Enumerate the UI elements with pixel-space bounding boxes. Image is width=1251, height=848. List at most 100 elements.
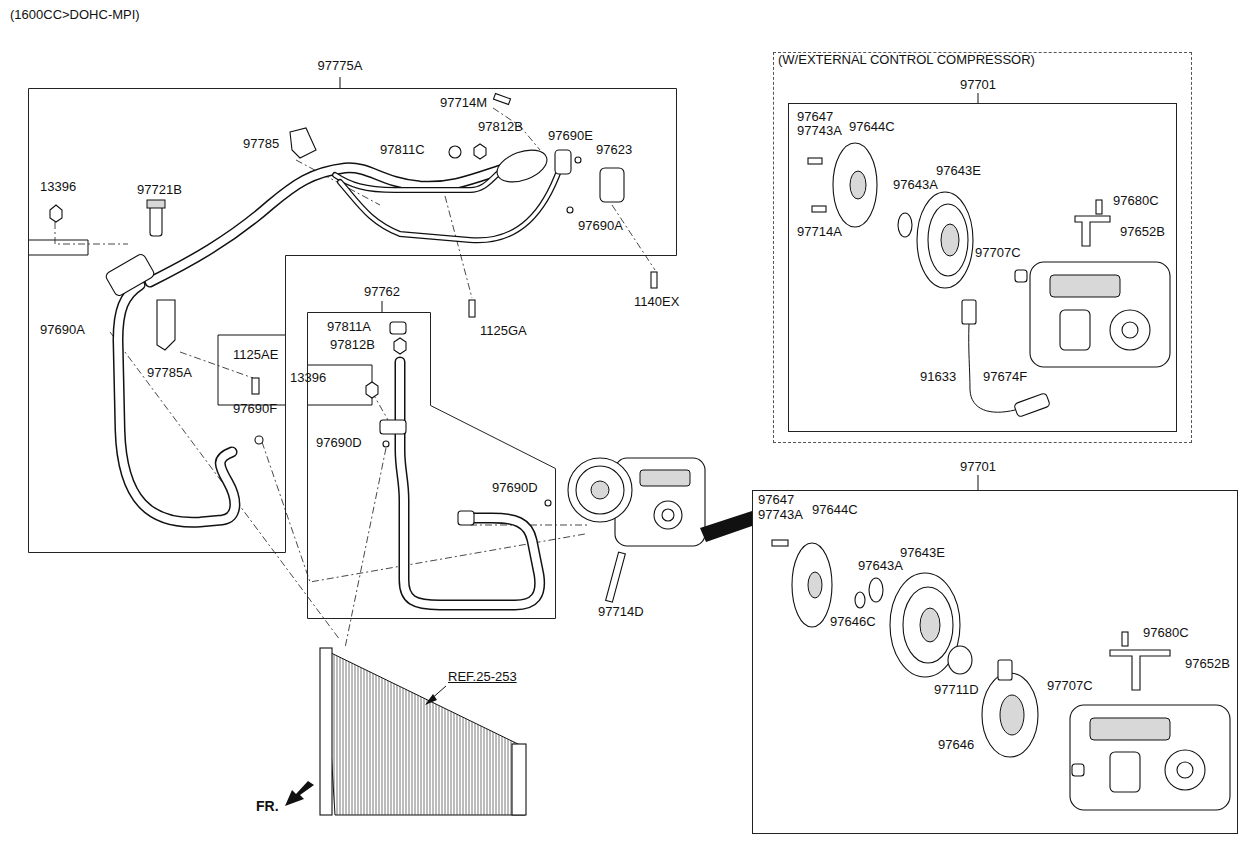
pulley	[941, 224, 959, 256]
compressor-body	[640, 470, 690, 486]
compressor-body	[1122, 322, 1138, 338]
compressor-body	[1050, 275, 1120, 297]
hose-fitting	[104, 253, 155, 298]
compressor-body	[1177, 762, 1193, 778]
diagram-title: (1600CC>DOHC-MPI)	[10, 8, 140, 22]
callout-number: 97690A	[578, 219, 623, 233]
callout-number: 97646	[938, 738, 974, 752]
callout-number: 97707C	[975, 246, 1021, 260]
clutch-plate	[850, 171, 866, 199]
cap	[1072, 764, 1084, 776]
compressor-body	[662, 509, 674, 521]
group-heading: 97775A	[318, 59, 363, 73]
bolt	[808, 158, 822, 164]
heading-tick	[978, 93, 979, 103]
pulley	[920, 608, 940, 642]
callout-number: 97811C	[380, 143, 425, 157]
assembly-group-box: 97701	[752, 490, 1238, 834]
box-outline	[308, 313, 556, 619]
callout-number: 97643A	[893, 178, 938, 192]
valve-core	[474, 144, 486, 159]
callout-number: 97690D	[316, 436, 362, 450]
callout-number: 13396	[290, 371, 326, 385]
callout-number: 97714M	[440, 96, 487, 110]
compressor-pulley	[576, 466, 624, 514]
heading-tick	[978, 475, 979, 490]
callout-number: 1125AE	[233, 348, 278, 362]
nut	[366, 382, 378, 398]
connector	[962, 300, 976, 324]
shim	[855, 592, 865, 608]
snap-ring	[869, 578, 883, 602]
bolt	[252, 378, 259, 394]
valve-core	[394, 338, 406, 354]
bracket	[1110, 650, 1170, 690]
clutch-plate	[808, 572, 822, 598]
bracket	[1075, 216, 1110, 246]
cap	[390, 322, 406, 334]
callout-number: 97714A	[797, 225, 842, 239]
callout-number: 1125GA	[480, 324, 527, 338]
o-ring	[255, 436, 263, 444]
callout-number: 97643A	[858, 559, 903, 573]
callout-number: 97652B	[1120, 225, 1165, 239]
cap	[1015, 270, 1027, 282]
o-ring	[575, 157, 581, 163]
box-notch	[28, 240, 88, 255]
group-heading: 97701	[960, 460, 996, 474]
compressor-pulley	[568, 458, 632, 522]
clutch-plate	[833, 143, 877, 227]
callout-number: 97714D	[598, 605, 644, 619]
snap-ring	[948, 646, 972, 674]
callout-number: 97647	[758, 493, 794, 507]
snap-ring	[898, 213, 912, 237]
box-outline	[29, 89, 677, 553]
receiver-drier-cap	[600, 168, 624, 202]
callout-number: 97690F	[233, 402, 277, 416]
callout-number: 97785A	[147, 366, 192, 380]
condenser-tank	[320, 648, 332, 815]
condenser-tank	[512, 744, 526, 815]
callout-number: 97690D	[492, 481, 538, 495]
hose-fitting	[380, 420, 406, 434]
group-heading: 97762	[364, 285, 400, 299]
suction-hose	[118, 285, 235, 522]
assembly-group-box: 97762	[307, 312, 555, 618]
hose-bracket	[157, 300, 175, 350]
suction-hose	[150, 168, 500, 282]
callout-number: 91633	[920, 370, 956, 384]
callout-number: 97812B	[478, 120, 523, 134]
leader-line	[612, 205, 655, 270]
callout-number: 97690E	[548, 129, 593, 143]
callout-number: 97812B	[330, 338, 375, 352]
callout-number: 97721B	[137, 183, 182, 197]
heading-tick	[382, 301, 383, 312]
bolt	[493, 93, 510, 104]
callout-number: 97711D	[934, 683, 979, 697]
direction-mark: FR.	[256, 799, 279, 813]
compressor-body	[1165, 750, 1205, 790]
compressor-body	[1030, 262, 1170, 367]
assembly-group-box: 97701	[788, 103, 1177, 432]
pressure-sensor	[147, 200, 165, 208]
callout-number: 97743A	[758, 508, 803, 522]
bolt	[1122, 632, 1128, 646]
control-valve	[1014, 393, 1051, 418]
box-outline	[307, 312, 556, 619]
condenser	[325, 650, 525, 815]
heading-tick	[340, 77, 341, 88]
callout-number: 97643E	[900, 546, 945, 560]
callout-number: 97644C	[812, 503, 858, 517]
callout-number: 97643E	[936, 164, 981, 178]
compressor-body	[1090, 718, 1170, 740]
callout-number: 97785	[243, 137, 279, 151]
compressor-pulley	[591, 481, 609, 499]
callout-number: 97646C	[830, 615, 876, 629]
box-notch	[218, 335, 285, 405]
muffler	[493, 144, 551, 188]
compressor-body	[1110, 752, 1140, 792]
callout-number: 97652B	[1185, 657, 1230, 671]
compressor-body	[1110, 310, 1150, 350]
compressor-body	[1060, 310, 1090, 350]
